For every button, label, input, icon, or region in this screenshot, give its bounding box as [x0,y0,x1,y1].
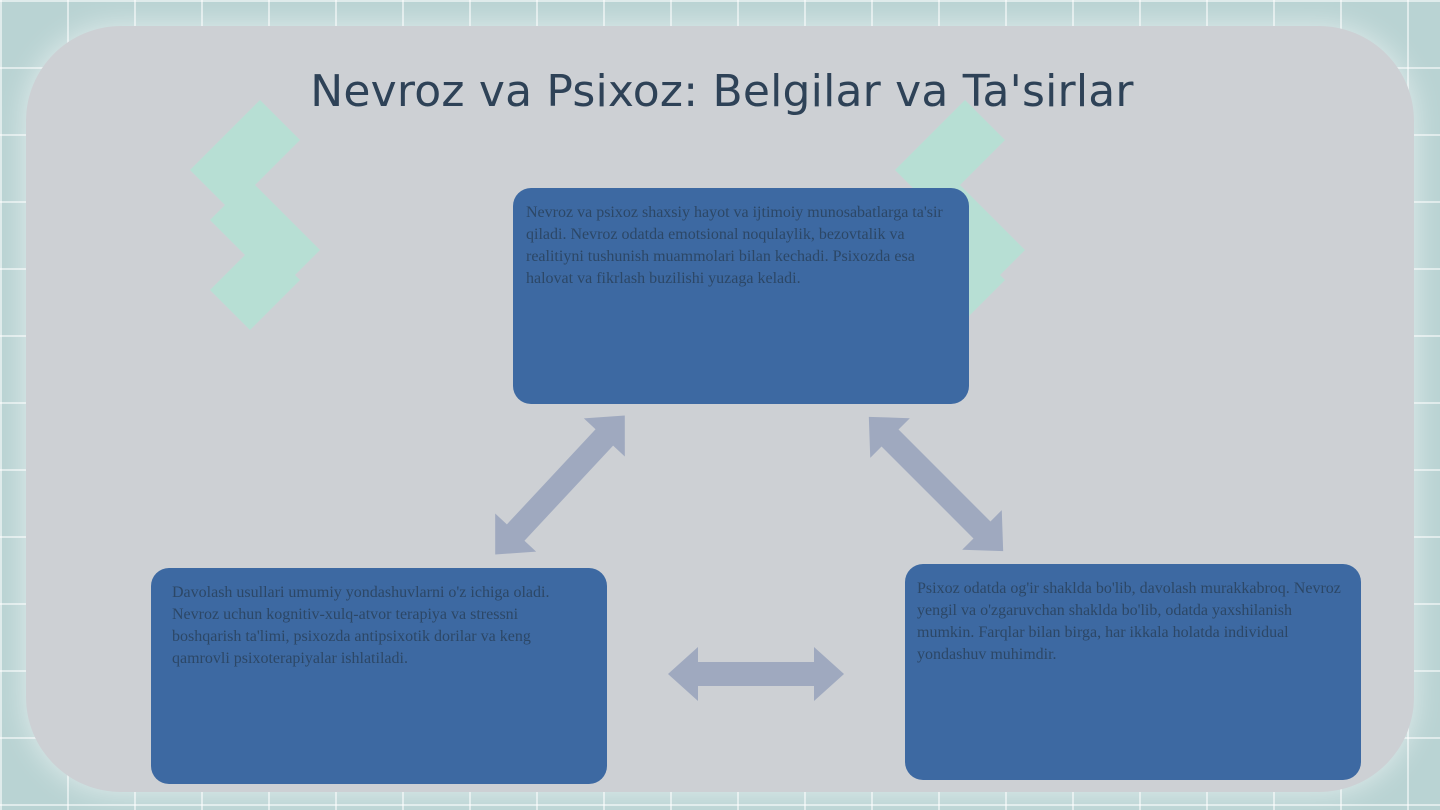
cycle-box-top: Nevroz va psixoz shaxsiy hayot va ijtimo… [513,188,969,404]
cycle-box-left: Davolash usullari umumiy yondashuvlarni … [151,568,607,784]
slide-title: Nevroz va Psixoz: Belgilar va Ta'sirlar [310,66,1134,117]
logo-mark-icon [190,100,320,330]
cycle-box-right: Psixoz odatda og'ir shaklda bo'lib, davo… [905,564,1361,780]
